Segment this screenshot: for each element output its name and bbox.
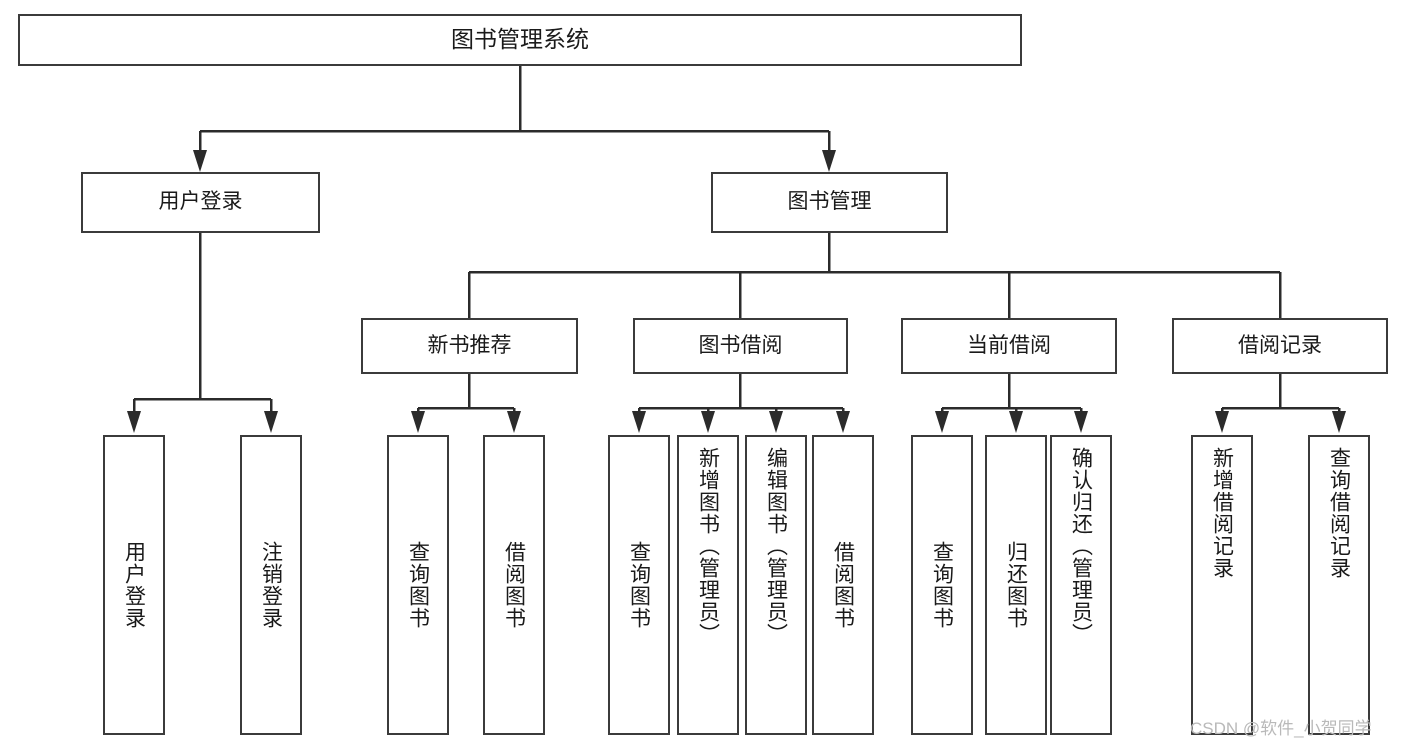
node-user-login[interactable]: 用户登录 [81, 172, 320, 233]
node-leaf-add-book[interactable]: 新增图书（管理员） [677, 435, 739, 735]
node-label: 新增图书（管理员） [696, 447, 720, 645]
node-leaf-borrow-book-1[interactable]: 借阅图书 [483, 435, 545, 735]
arrow-head-icon [701, 411, 715, 433]
csdn-watermark: CSDN @软件_小贺同学 [1190, 719, 1372, 738]
node-label: 当前借阅 [967, 333, 1051, 357]
arrow-head-icon [632, 411, 646, 433]
arrow-head-icon [507, 411, 521, 433]
node-label: 查询借阅记录 [1327, 447, 1351, 579]
node-label: 新书推荐 [427, 333, 512, 357]
node-label: 编辑图书（管理员） [764, 447, 788, 645]
arrow-head-icon [127, 411, 141, 433]
arrow-head-icon [264, 411, 278, 433]
arrow-head-icon [1009, 411, 1023, 433]
arrow-head-icon [822, 150, 836, 172]
node-label: 用户登录 [122, 541, 146, 629]
arrow-head-icon [769, 411, 783, 433]
node-leaf-user-logout[interactable]: 注销登录 [240, 435, 302, 735]
node-leaf-add-record[interactable]: 新增借阅记录 [1191, 435, 1253, 735]
node-label: 查询图书 [627, 541, 651, 629]
node-leaf-confirm-return[interactable]: 确认归还（管理员） [1050, 435, 1112, 735]
node-leaf-user-login[interactable]: 用户登录 [103, 435, 165, 735]
node-book-borrow[interactable]: 图书借阅 [633, 318, 848, 374]
node-borrow-record[interactable]: 借阅记录 [1172, 318, 1388, 374]
node-current-borrow[interactable]: 当前借阅 [901, 318, 1117, 374]
node-leaf-borrow-book-2[interactable]: 借阅图书 [812, 435, 874, 735]
node-label: 查询图书 [930, 541, 954, 629]
arrow-head-icon [1074, 411, 1088, 433]
node-leaf-query-record[interactable]: 查询借阅记录 [1308, 435, 1370, 735]
node-leaf-query-book-1[interactable]: 查询图书 [387, 435, 449, 735]
node-label: 新增借阅记录 [1210, 447, 1234, 579]
node-label: 图书管理系统 [451, 26, 589, 53]
node-label: 借阅图书 [502, 541, 526, 629]
node-leaf-query-book-3[interactable]: 查询图书 [911, 435, 973, 735]
node-label: 用户登录 [158, 190, 243, 214]
node-label: 归还图书 [1004, 541, 1028, 629]
node-label: 图书管理 [787, 190, 872, 214]
node-label: 借阅图书 [831, 541, 855, 629]
node-leaf-edit-book[interactable]: 编辑图书（管理员） [745, 435, 807, 735]
node-leaf-return-book[interactable]: 归还图书 [985, 435, 1047, 735]
arrow-head-icon [836, 411, 850, 433]
node-label: 确认归还（管理员） [1069, 447, 1093, 645]
node-root-book-management-system[interactable]: 图书管理系统 [18, 14, 1022, 66]
node-label: 注销登录 [259, 541, 283, 629]
node-book-manage[interactable]: 图书管理 [711, 172, 948, 233]
arrow-head-icon [193, 150, 207, 172]
node-new-book-recommend[interactable]: 新书推荐 [361, 318, 578, 374]
node-leaf-query-book-2[interactable]: 查询图书 [608, 435, 670, 735]
node-label: 查询图书 [406, 541, 430, 629]
node-label: 图书借阅 [698, 333, 783, 357]
arrow-head-icon [1332, 411, 1346, 433]
arrow-head-icon [1215, 411, 1229, 433]
arrow-head-icon [935, 411, 949, 433]
arrow-head-icon [411, 411, 425, 433]
node-label: 借阅记录 [1238, 333, 1322, 357]
